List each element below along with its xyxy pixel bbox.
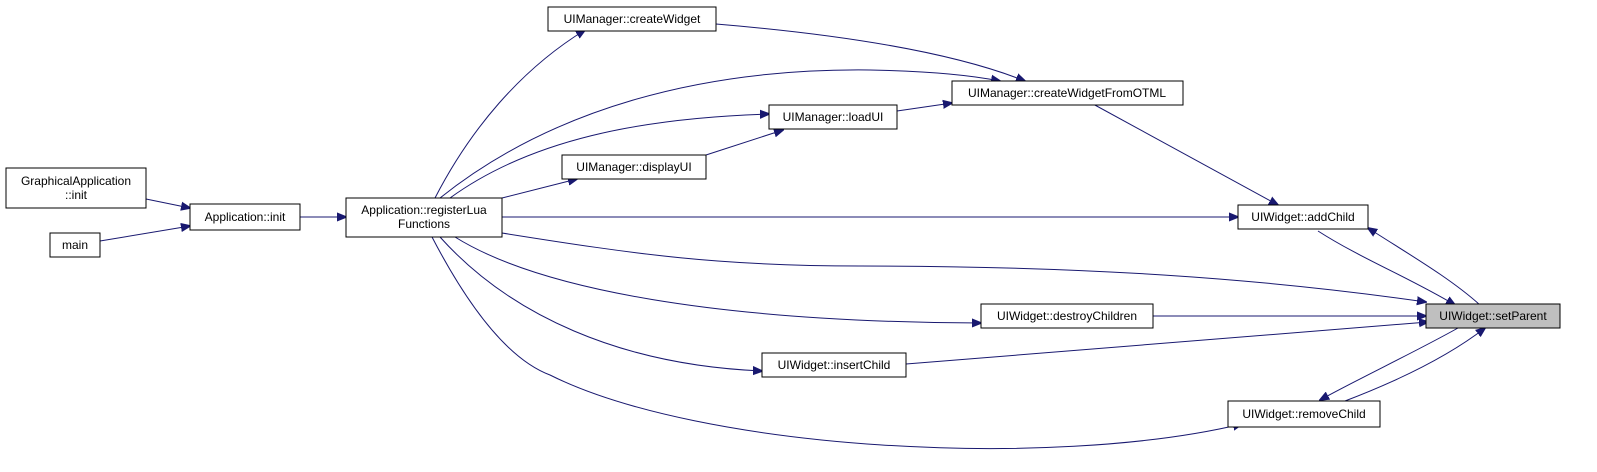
- node-display-ui[interactable]: UIManager::displayUI: [561, 154, 707, 180]
- edge-register-lua-to-create-widget-from-otml: [439, 69, 1000, 199]
- node-main[interactable]: main: [49, 232, 101, 258]
- edge-register-lua-to-create-widget: [434, 30, 585, 199]
- node-application-init[interactable]: Application::init: [189, 203, 301, 231]
- edge-register-lua-to-insert-child: [439, 236, 762, 371]
- node-remove-child[interactable]: UIWidget::removeChild: [1227, 400, 1381, 428]
- node-label: UIManager::createWidgetFromOTML: [968, 86, 1166, 100]
- edge-register-lua-to-load-ui: [449, 114, 769, 199]
- node-label: UIWidget::addChild: [1251, 210, 1354, 224]
- edge-register-lua-to-set-parent: [501, 232, 1426, 302]
- edge-insert-child-to-set-parent: [905, 322, 1428, 365]
- edge-set-parent-to-remove-child: [1320, 327, 1459, 400]
- node-label: UIWidget::removeChild: [1242, 407, 1365, 421]
- node-create-widget[interactable]: UIManager::createWidget: [547, 6, 717, 32]
- edge-remove-child-to-set-parent: [1344, 328, 1485, 402]
- node-label: Functions: [398, 217, 450, 231]
- edge-display-ui-to-load-ui: [705, 130, 783, 156]
- edge-main-to-application-init: [99, 226, 190, 242]
- node-label: Application::init: [205, 210, 286, 224]
- node-destroy-children[interactable]: UIWidget::destroyChildren: [980, 303, 1154, 329]
- node-label: ::init: [65, 188, 88, 202]
- node-label: UIWidget::setParent: [1439, 309, 1547, 323]
- node-load-ui[interactable]: UIManager::loadUI: [768, 104, 898, 130]
- node-label: UIWidget::destroyChildren: [997, 309, 1137, 323]
- node-label: UIManager::createWidget: [564, 12, 701, 26]
- node-create-widget-from-otml[interactable]: UIManager::createWidgetFromOTML: [951, 80, 1184, 106]
- node-register-lua[interactable]: Application::registerLua Functions: [345, 197, 503, 238]
- edge-register-lua-to-destroy-children: [454, 236, 981, 323]
- edge-create-widget-to-create-widget-from-otml: [715, 23, 1025, 81]
- edge-create-widget-from-otml-to-add-child: [1092, 103, 1278, 205]
- edge-add-child-to-set-parent: [1317, 230, 1455, 305]
- node-graphical-app-init[interactable]: GraphicalApplication ::init: [5, 167, 147, 209]
- node-label: GraphicalApplication: [21, 174, 131, 188]
- node-insert-child[interactable]: UIWidget::insertChild: [761, 352, 907, 378]
- node-label: UIManager::loadUI: [783, 110, 884, 124]
- edge-load-ui-to-create-widget-from-otml: [896, 103, 952, 112]
- edge-set-parent-to-add-child: [1368, 228, 1481, 306]
- node-set-parent[interactable]: UIWidget::setParent: [1425, 303, 1561, 329]
- edge-register-lua-to-remove-child: [431, 236, 1242, 450]
- node-label: UIManager::displayUI: [576, 160, 691, 174]
- edge-register-lua-to-display-ui: [501, 179, 577, 199]
- node-label: Application::registerLua: [361, 203, 487, 217]
- node-label: main: [62, 238, 88, 252]
- node-add-child[interactable]: UIWidget::addChild: [1237, 204, 1369, 230]
- node-label: UIWidget::insertChild: [778, 358, 891, 372]
- edge-graphical-app-init-to-application-init: [145, 198, 190, 208]
